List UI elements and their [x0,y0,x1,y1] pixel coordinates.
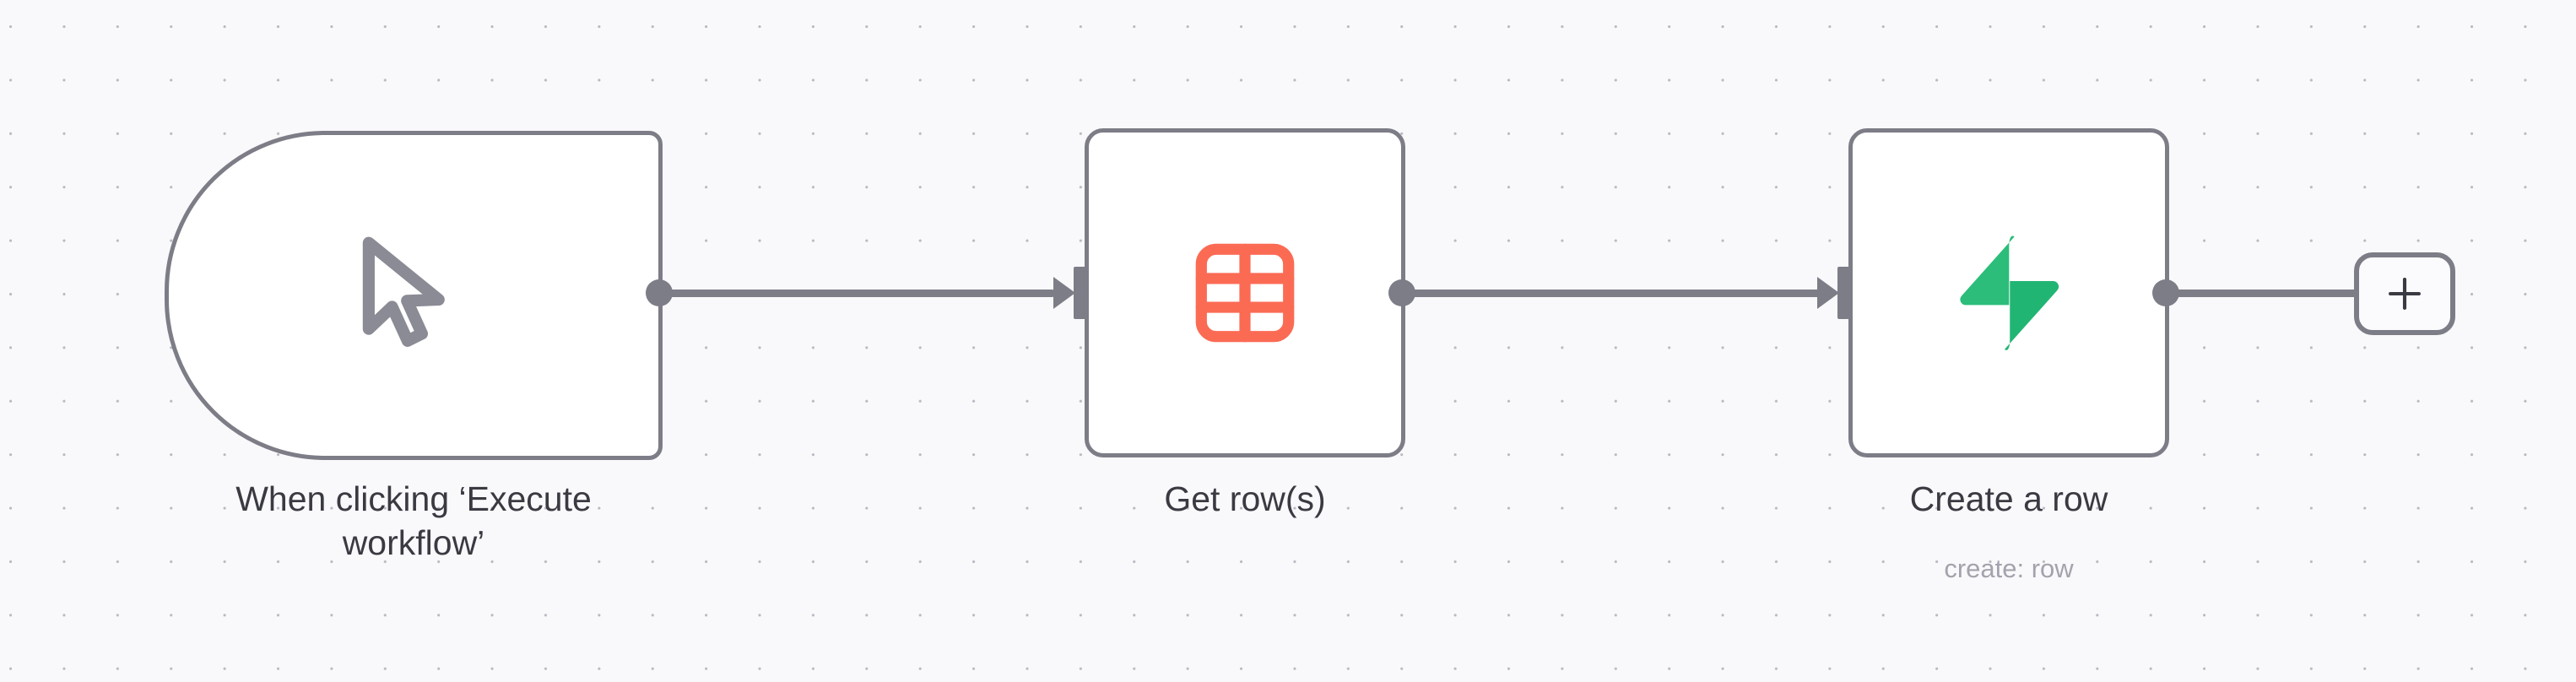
supabase-bolt-icon [1946,230,2072,356]
connector-createrow-to-add[interactable] [2161,290,2359,297]
node-label-manual-trigger: When clicking ‘Execute workflow’ [235,479,592,562]
output-port-manual-trigger[interactable] [646,279,673,306]
connector-trigger-to-getrows[interactable] [657,290,1053,297]
node-create-a-row[interactable] [1848,128,2169,457]
node-sublabel-create-a-row: create: row [1944,554,2074,583]
output-port-get-rows[interactable] [1388,279,1415,306]
plus-icon [2383,272,2427,316]
input-arrow-icon [1817,277,1839,309]
add-node-button[interactable] [2354,252,2455,335]
mouse-pointer-icon [342,224,485,367]
node-manual-trigger[interactable] [165,131,663,460]
input-arrow-icon [1053,277,1075,309]
node-get-rows[interactable] [1085,128,1405,457]
node-label-get-rows: Get row(s) [1164,479,1326,518]
output-port-create-a-row[interactable] [2152,279,2179,306]
connector-getrows-to-createrow[interactable] [1401,290,1819,297]
table-grid-icon [1189,237,1301,349]
node-label-create-a-row: Create a row [1909,479,2108,518]
